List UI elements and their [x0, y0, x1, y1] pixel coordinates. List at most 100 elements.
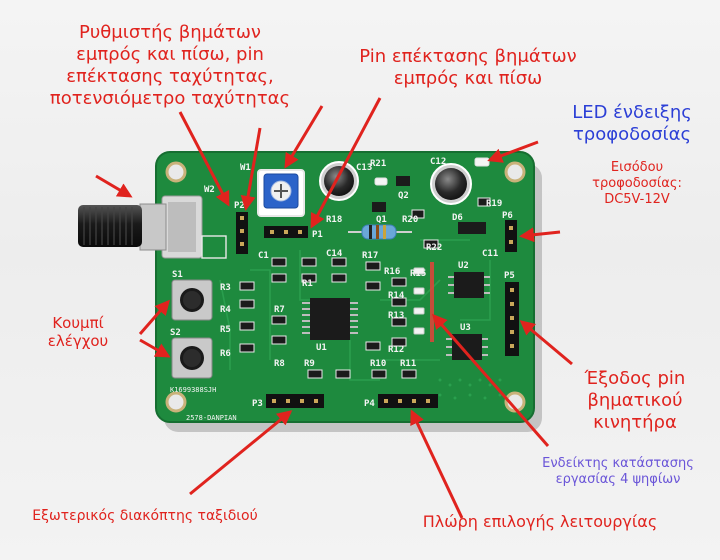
- label-power-led-line-2: τροφοδοσίας: [572, 123, 692, 145]
- label-travel-switch: Εξωτερικός διακόπτης ταξιδιού: [14, 508, 276, 525]
- silk-s1: S1: [172, 270, 183, 280]
- annotation-arrows: [95, 97, 573, 519]
- silk-code-1: K1699388SJH: [170, 386, 216, 394]
- label-motor-output: Έξοδος pin βηματικού κινητήρα: [560, 368, 710, 434]
- arrow-to-status-leds: [432, 313, 550, 447]
- silk-q1: Q1: [376, 215, 387, 225]
- arrow-to-p2-b: [240, 127, 262, 211]
- arrow-to-p3: [189, 410, 293, 496]
- silk-p6: P6: [502, 211, 513, 221]
- header-p4: [378, 394, 438, 408]
- silk-s2: S2: [170, 328, 181, 338]
- label-power-input: Εισόδου τροφοδοσίας: DC5V-12V: [574, 160, 700, 208]
- arrow-to-w1: [284, 105, 324, 169]
- silk-r16: R16: [384, 267, 400, 277]
- silk-r1: R1: [302, 279, 313, 289]
- silk-r11: R11: [400, 359, 416, 369]
- transistor-q2: [396, 176, 410, 186]
- silk-p3: P3: [252, 399, 263, 409]
- silk-w2: W2: [204, 185, 215, 195]
- arrow-to-p1: [310, 97, 382, 229]
- silk-r9: R9: [304, 359, 315, 369]
- pcb: [155, 151, 535, 423]
- label-control-buttons-line-2: ελέγχου: [47, 332, 109, 351]
- silk-r15: R15: [410, 269, 426, 279]
- label-power-input-line-1: Εισόδου: [610, 160, 664, 175]
- ic-u2: [448, 272, 490, 298]
- silk-r8: R8: [274, 359, 285, 369]
- header-p1: [264, 226, 308, 238]
- header-p3: [266, 394, 324, 408]
- status-leds: [413, 267, 425, 335]
- silk-d6: D6: [452, 213, 463, 223]
- silk-r19: R19: [486, 199, 502, 209]
- silk-code-2: 2578-DANPIAN: [186, 414, 237, 422]
- label-motor-output-line-1: Έξοδος pin: [584, 368, 686, 389]
- led-red-strip: [430, 262, 434, 342]
- label-power-input-line-3: DC5V-12V: [604, 191, 670, 207]
- pcb-via-grid: [438, 378, 502, 400]
- silk-w1: W1: [240, 163, 251, 173]
- silk-r3: R3: [220, 283, 231, 293]
- label-control-buttons: Κουμπί ελέγχου: [30, 314, 126, 351]
- silk-r10: R10: [370, 359, 386, 369]
- arrow-to-p2: [178, 111, 230, 207]
- silk-r6: R6: [220, 349, 231, 359]
- silk-r4: R4: [220, 305, 231, 315]
- label-step-pins-line-1: Pin επέκτασης βημάτων: [359, 46, 577, 67]
- label-status-indicator-line-1: Ενδείκτης κατάστασης: [542, 456, 694, 471]
- label-status-indicator: Ενδείκτης κατάστασης εργασίας 4 ψηφίων: [520, 456, 716, 488]
- silk-r5: R5: [220, 325, 231, 335]
- power-led: [374, 157, 490, 186]
- arrow-to-power-led: [487, 140, 539, 163]
- arrow-to-s1: [138, 299, 170, 335]
- diode-d6: [458, 222, 486, 234]
- silk-r13: R13: [388, 311, 404, 321]
- header-p2: [236, 212, 248, 254]
- label-speed-adjuster-line-4: ποτενσιόμετρο ταχύτητας: [49, 87, 291, 109]
- silk-u2: U2: [458, 261, 469, 271]
- smd-components: [239, 197, 491, 379]
- silk-r7: R7: [274, 305, 285, 315]
- silk-r20: R20: [402, 215, 418, 225]
- capacitor-c13: [319, 161, 359, 201]
- silk-r18: R18: [326, 215, 342, 225]
- speed-potentiometer: [78, 195, 227, 259]
- label-speed-adjuster-line-1: Ρυθμιστής βημάτων: [79, 22, 261, 43]
- arrow-to-p5: [519, 320, 573, 366]
- silk-u1: U1: [316, 343, 327, 353]
- silk-r22: R22: [426, 243, 442, 253]
- header-p5: [505, 282, 519, 356]
- label-power-input-line-2: τροφοδοσίας:: [592, 175, 682, 191]
- label-step-pins-line-2: εμπρός και πίσω: [393, 67, 543, 89]
- label-status-indicator-line-2: εργασίας 4 ψηφίων: [555, 471, 681, 487]
- silk-c1: C1: [258, 251, 269, 261]
- silk-c14: C14: [326, 249, 343, 259]
- button-s1: [171, 279, 213, 321]
- label-control-buttons-line-1: Κουμπί: [52, 314, 104, 332]
- label-power-led: LED ένδειξης τροφοδοσίας: [548, 102, 716, 146]
- label-speed-adjuster-line-2: εμπρός και πίσω, pin: [76, 43, 264, 65]
- label-motor-output-line-3: κινητήρα: [593, 411, 677, 433]
- silk-p4: P4: [364, 399, 375, 409]
- silk-c11: C11: [482, 249, 498, 259]
- trimmer-w1: [257, 169, 305, 217]
- silk-p1: P1: [312, 230, 323, 240]
- arrow-to-knob: [95, 174, 133, 198]
- ic-u1: [302, 298, 358, 340]
- label-motor-output-line-2: βηματικού: [587, 389, 683, 411]
- silk-q2: Q2: [398, 191, 409, 201]
- header-p6: [505, 220, 517, 252]
- silk-p5: P5: [504, 271, 515, 281]
- silk-r12: R12: [388, 345, 404, 355]
- arrow-to-p6: [519, 227, 561, 243]
- label-speed-adjuster: Ρυθμιστής βημάτων εμπρός και πίσω, pin ε…: [44, 22, 296, 110]
- label-step-pins: Pin επέκτασης βημάτων εμπρός και πίσω: [330, 46, 606, 90]
- silk-r17: R17: [362, 251, 378, 261]
- capacitor-c12: [430, 163, 472, 205]
- arrow-to-s2: [139, 338, 171, 358]
- label-travel-switch-line-1: Εξωτερικός διακόπτης ταξιδιού: [32, 508, 258, 524]
- label-mode-keys: Πλώρη επιλογής λειτουργίας: [400, 512, 680, 532]
- silk-c13: C13: [356, 163, 372, 173]
